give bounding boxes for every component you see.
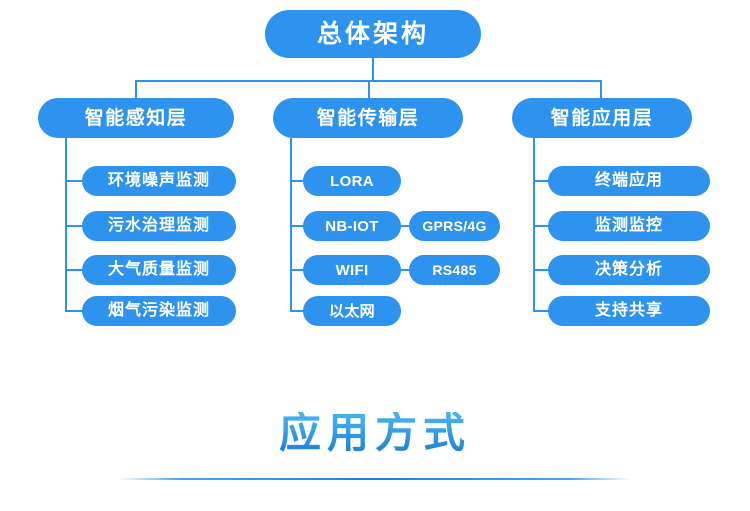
leaf-node-c-3[interactable]: 决策分析 xyxy=(548,255,710,285)
connector-stub-c-3 xyxy=(533,269,550,271)
connector-stub-b-2 xyxy=(290,225,305,227)
leaf-node-a-4[interactable]: 烟气污染监测 xyxy=(82,296,236,326)
leaf-node-b-3[interactable]: WIFI xyxy=(303,255,401,285)
leaf-node-c-2[interactable]: 监测监控 xyxy=(548,211,710,241)
connector-side-link-rs485 xyxy=(400,269,411,271)
side-node-gprs-4g[interactable]: GPRS/4G xyxy=(409,211,500,241)
leaf-node-c-4[interactable]: 支持共享 xyxy=(548,296,710,326)
connector-stub-a-3 xyxy=(65,269,84,271)
section-divider xyxy=(118,478,632,480)
connector-side-link-gprs xyxy=(400,225,411,227)
connector-stub-a-1 xyxy=(65,180,84,182)
connector-bus-to-layer-1 xyxy=(135,80,137,98)
connector-root-drop xyxy=(372,58,374,81)
connector-bus-to-layer-2 xyxy=(368,80,370,98)
connector-stub-a-4 xyxy=(65,310,84,312)
leaf-node-b-2[interactable]: NB-IOT xyxy=(303,211,401,241)
connector-stub-b-1 xyxy=(290,180,305,182)
connector-stub-c-2 xyxy=(533,225,550,227)
layer-node-perception[interactable]: 智能感知层 xyxy=(38,98,234,138)
connector-stub-a-2 xyxy=(65,225,84,227)
connector-bus-to-layer-3 xyxy=(600,80,602,98)
connector-stub-c-1 xyxy=(533,180,550,182)
leaf-node-b-4[interactable]: 以太网 xyxy=(303,296,401,326)
connector-stub-c-4 xyxy=(533,310,550,312)
connector-stub-b-4 xyxy=(290,310,305,312)
leaf-node-a-3[interactable]: 大气质量监测 xyxy=(82,255,236,285)
leaf-node-a-2[interactable]: 污水治理监测 xyxy=(82,211,236,241)
layer-node-transmission[interactable]: 智能传输层 xyxy=(273,98,463,138)
leaf-node-a-1[interactable]: 环境噪声监测 xyxy=(82,166,236,196)
connector-stub-b-3 xyxy=(290,269,305,271)
leaf-node-c-1[interactable]: 终端应用 xyxy=(548,166,710,196)
layer-node-application[interactable]: 智能应用层 xyxy=(512,98,692,138)
root-node-overall-architecture[interactable]: 总体架构 xyxy=(265,10,481,58)
section-heading-application-methods: 应用方式 xyxy=(0,412,750,454)
side-node-rs485[interactable]: RS485 xyxy=(409,255,500,285)
leaf-node-b-1[interactable]: LORA xyxy=(303,166,401,196)
